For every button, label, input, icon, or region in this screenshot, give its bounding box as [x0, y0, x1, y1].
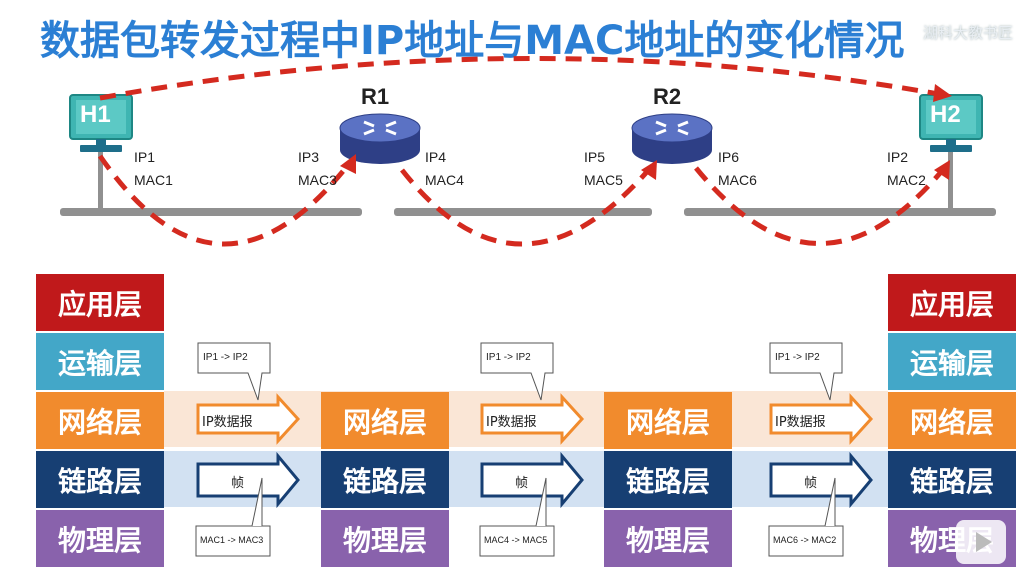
r1-link-layer: 链路层 [321, 451, 449, 508]
watermark: 湖科大教书匠 [922, 24, 1013, 42]
h1-label: H1 [80, 101, 111, 128]
h2-ip: IP2 [887, 149, 909, 165]
h2-transport-layer: 运输层 [888, 333, 1016, 390]
h1-mac: MAC1 [134, 172, 173, 188]
r1-right-mac: MAC4 [425, 172, 464, 188]
ip-packet-label-2: IP数据报 [486, 415, 537, 430]
ip-packet-arrow-3 [769, 393, 874, 445]
ip-packet-label-3: IP数据报 [775, 415, 826, 430]
h1-application-layer: 应用层 [36, 274, 164, 331]
h1-link-layer: 链路层 [36, 451, 164, 508]
r1-right-address: IP4 MAC4 [425, 146, 464, 192]
h1-drop-line [98, 152, 103, 210]
mac-callout-1 [195, 477, 271, 557]
r2-right-address: IP6 MAC6 [718, 146, 757, 192]
frame-arrow-1 [196, 451, 300, 509]
ip-note-3: IP1 -> IP2 [775, 352, 820, 363]
frame-arrow-2 [480, 451, 584, 509]
r2-router-icon [631, 113, 713, 164]
ip-packet-label-1: IP数据报 [202, 415, 253, 430]
frame-label-3: 帧 [804, 476, 818, 491]
h2-application-layer: 应用层 [888, 274, 1016, 331]
h2-label: H2 [930, 101, 961, 128]
hop-path-1 [97, 154, 354, 247]
frame-label-2: 帧 [515, 476, 529, 491]
ip-packet-arrow-2 [480, 393, 585, 445]
h2-computer-icon [919, 94, 983, 152]
frame-label-1: 帧 [231, 476, 245, 491]
h2-link-layer: 链路层 [888, 451, 1016, 508]
r2-network-layer: 网络层 [604, 392, 732, 449]
ip-packet-arrow-1 [196, 393, 301, 445]
hop-arrowhead-1 [340, 154, 356, 174]
play-icon [976, 532, 992, 552]
r1-network-layer: 网络层 [321, 392, 449, 449]
r2-right-ip: IP6 [718, 149, 740, 165]
h1-network-layer: 网络层 [36, 392, 164, 449]
r1-physical-layer: 物理层 [321, 510, 449, 567]
network-line-1 [60, 208, 362, 216]
r1-left-mac: MAC3 [298, 172, 337, 188]
r1-right-ip: IP4 [425, 149, 447, 165]
ip-note-2: IP1 -> IP2 [486, 352, 531, 363]
ip-callout-3 [769, 342, 843, 401]
r1-left-ip: IP3 [298, 149, 320, 165]
r1-label: R1 [361, 84, 390, 109]
h2-address: IP2 MAC2 [887, 146, 926, 192]
h1-transport-layer: 运输层 [36, 333, 164, 390]
frame-arrow-3 [769, 451, 873, 509]
ip-callout-1 [197, 342, 271, 401]
network-line-3 [684, 208, 996, 216]
r2-right-mac: MAC6 [718, 172, 757, 188]
h1-address: IP1 MAC1 [134, 146, 173, 192]
h1-ip: IP1 [134, 149, 156, 165]
hop-arrowhead-3 [934, 160, 950, 180]
ip-note-1: IP1 -> IP2 [203, 352, 248, 363]
r2-left-mac: MAC5 [584, 172, 623, 188]
network-line-2 [394, 208, 652, 216]
h1-computer-icon [69, 94, 133, 152]
hop-arrowhead-2 [641, 160, 657, 180]
r2-physical-layer: 物理层 [604, 510, 732, 567]
mac-callout-3 [768, 477, 844, 557]
end-to-end-path [99, 56, 951, 101]
page-title: 数据包转发过程中IP地址与MAC地址的变化情况 [40, 18, 905, 64]
mac-callout-2 [479, 477, 555, 557]
mac-note-3: MAC6 -> MAC2 [773, 535, 837, 545]
h2-drop-line [948, 152, 953, 210]
r2-label: R2 [653, 84, 682, 109]
mac-note-2: MAC4 -> MAC5 [484, 535, 548, 545]
h2-mac: MAC2 [887, 172, 926, 188]
r2-link-layer: 链路层 [604, 451, 732, 508]
h2-network-layer: 网络层 [888, 392, 1016, 449]
end-to-end-arrowhead [933, 84, 952, 102]
h1-physical-layer: 物理层 [36, 510, 164, 567]
mac-note-1: MAC1 -> MAC3 [200, 535, 264, 545]
r1-left-address: IP3 MAC3 [298, 146, 337, 192]
play-button[interactable] [956, 520, 1006, 564]
r1-router-icon [339, 113, 421, 164]
ip-callout-2 [480, 342, 554, 401]
r2-left-ip: IP5 [584, 149, 606, 165]
r2-left-address: IP5 MAC5 [584, 146, 623, 192]
